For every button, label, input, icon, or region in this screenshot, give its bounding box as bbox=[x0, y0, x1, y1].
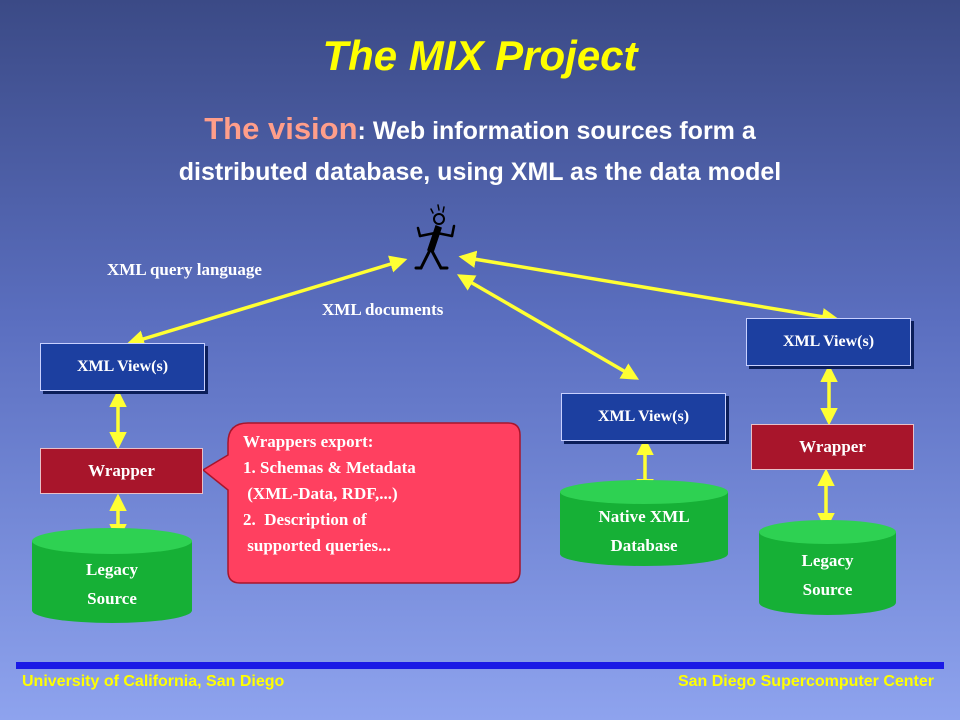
label-query-language: XML query language bbox=[107, 260, 262, 279]
legacy-source-left-line2: Source bbox=[87, 589, 137, 608]
legacy-source-right-line1: Legacy bbox=[801, 551, 854, 570]
wrapper-right: Wrapper bbox=[751, 424, 914, 470]
callout-line-4: 2. Description of bbox=[243, 510, 367, 529]
arrow-user-right-view bbox=[458, 250, 840, 326]
arrow-user-left-view bbox=[126, 255, 408, 348]
xml-view-left: XML View(s) bbox=[40, 343, 205, 391]
wrapper-left: Wrapper bbox=[40, 448, 203, 494]
callout-line-1: Wrappers export: bbox=[243, 432, 374, 451]
label-documents: XML documents bbox=[322, 300, 444, 319]
subtitle-line1: : Web information sources form a bbox=[357, 117, 756, 145]
legacy-source-left: Legacy Source bbox=[32, 528, 192, 623]
legacy-source-right: Legacy Source bbox=[759, 520, 896, 615]
native-xml-database: Native XML Database bbox=[560, 480, 728, 566]
callout-line-3: (XML-Data, RDF,...) bbox=[243, 484, 398, 503]
native-db-line2: Database bbox=[610, 536, 678, 555]
user-figure-icon bbox=[414, 204, 456, 270]
callout-line-2: 1. Schemas & Metadata bbox=[243, 458, 416, 477]
legacy-source-left-line1: Legacy bbox=[86, 560, 138, 579]
footer-right: San Diego Supercomputer Center bbox=[677, 673, 934, 690]
subtitle-highlight: The vision bbox=[204, 111, 358, 146]
footer-bar bbox=[16, 662, 944, 669]
native-db-line1: Native XML bbox=[598, 507, 690, 526]
callout-text: Wrappers export: 1. Schemas & Metadata (… bbox=[243, 429, 513, 559]
subtitle-line2: distributed database, using XML as the d… bbox=[178, 158, 782, 186]
legacy-source-right-line2: Source bbox=[802, 580, 853, 599]
page-title: The MIX Project bbox=[322, 32, 638, 79]
callout-line-5: supported queries... bbox=[243, 536, 391, 555]
arrow-user-middle-view bbox=[456, 274, 640, 380]
xml-view-middle: XML View(s) bbox=[561, 393, 726, 441]
xml-view-right: XML View(s) bbox=[746, 318, 911, 366]
subtitle: The vision: Web information sources form… bbox=[60, 108, 900, 193]
footer-left: University of California, San Diego bbox=[22, 673, 285, 690]
callout-bubble bbox=[201, 422, 521, 584]
